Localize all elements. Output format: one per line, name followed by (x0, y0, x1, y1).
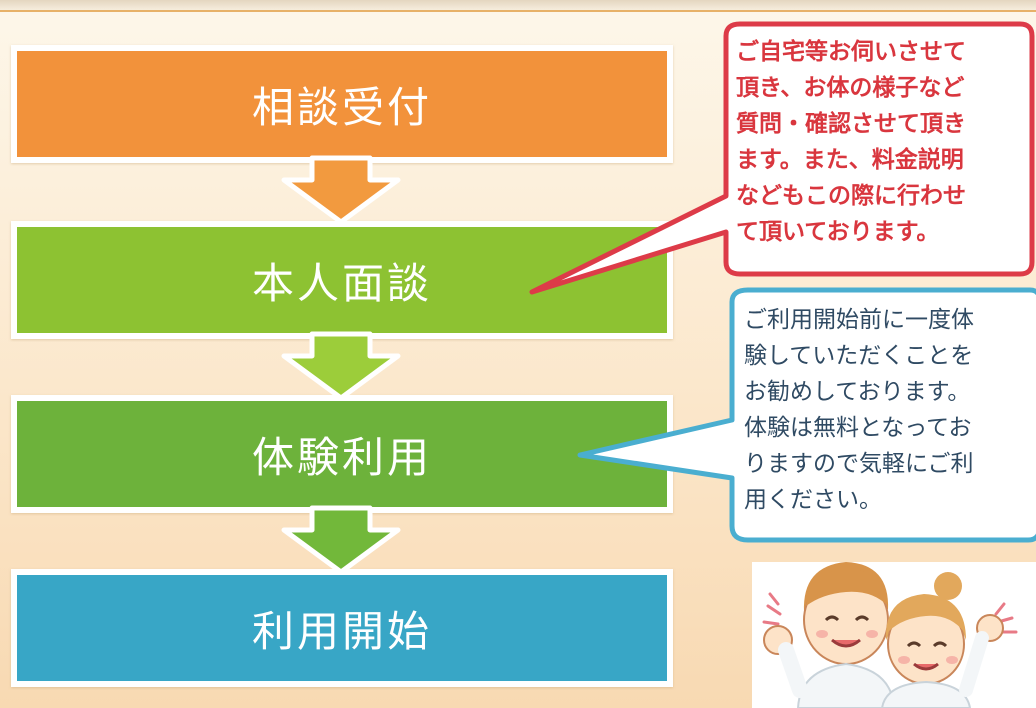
interview-bubble-text: ご自宅等お伺いさせて 頂き、お体の様子など 質問・確認させて頂き ます。また、料… (736, 38, 966, 245)
step-box-start (11, 569, 673, 687)
step-box-trial (11, 395, 673, 513)
down-arrow-2-icon (281, 331, 401, 401)
interview-speech-bubble (529, 21, 1035, 295)
trial-bubble-text: ご利用開始前に一度体 験していただくことを お勧めしております。 体験は無料とな… (744, 307, 974, 513)
step-label-consultation: 相談受付 (251, 83, 432, 132)
top-border (0, 0, 1036, 12)
down-arrow-3-icon (281, 505, 401, 575)
staff-illustration (752, 562, 1036, 708)
trial-speech-bubble (577, 287, 1036, 543)
step-label-start: 利用開始 (251, 607, 432, 656)
step-label-trial: 体験利用 (251, 433, 432, 482)
down-arrow-1-icon (281, 155, 401, 225)
step-box-consultation (11, 45, 673, 163)
step-label-interview: 本人面談 (251, 259, 432, 308)
